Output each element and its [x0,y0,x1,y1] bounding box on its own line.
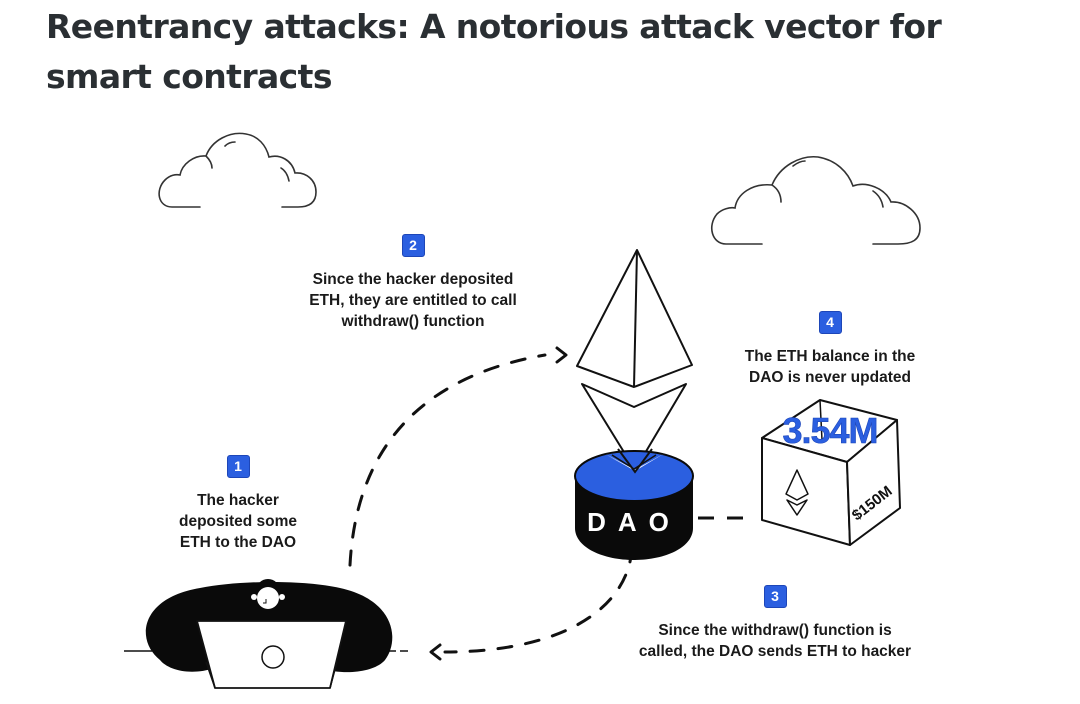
step-text-line: The hacker [197,492,279,509]
ethereum-logo-icon [576,249,693,471]
dashed-arrow-withdraw [443,546,634,654]
article-title: Reentrancy attacks: A notorious attack v… [46,7,942,96]
step-text-line: deposited some [179,513,297,530]
dashed-arrow-deposit [348,353,547,567]
step-text-line: The ETH balance in the [744,348,916,365]
cloud-icon [158,132,317,208]
step-badge: 3 [763,585,787,608]
step-1: 1 The hacker deposited some ETH to the D… [158,455,318,553]
arrow-right-icon [555,346,568,364]
box-balance-eth: 3.54M [782,410,877,451]
step-text-line: withdraw() function [341,313,485,330]
ethereum-logo-tip-outline [617,448,653,474]
step-badge: 1 [226,455,250,478]
dao-label: DAO [587,507,681,537]
treasury-box-icon [761,399,901,546]
step-text-line: ETH to the DAO [179,534,297,551]
arrow-left-icon [429,643,442,661]
step-badge: 4 [818,311,842,334]
step-text-line: Since the withdraw() function is [658,622,892,639]
step-2: 2 Since the hacker deposited ETH, they a… [283,234,543,332]
ethereum-small-icon [785,469,809,516]
cloud-icon [710,156,921,245]
hacker-with-laptop-icon [124,579,410,689]
step-text-line: DAO is never updated [749,369,911,386]
step-text-line: ETH, they are entitled to call [309,292,517,309]
step-text-line: called, the DAO sends ETH to hacker [638,643,912,660]
step-4: 4 The ETH balance in the DAO is never up… [720,311,940,388]
step-badge: 2 [401,234,425,257]
step-text-line: Since the hacker deposited [312,271,514,288]
step-3: 3 Since the withdraw() function is calle… [610,585,940,662]
dao-database-icon [574,450,694,560]
